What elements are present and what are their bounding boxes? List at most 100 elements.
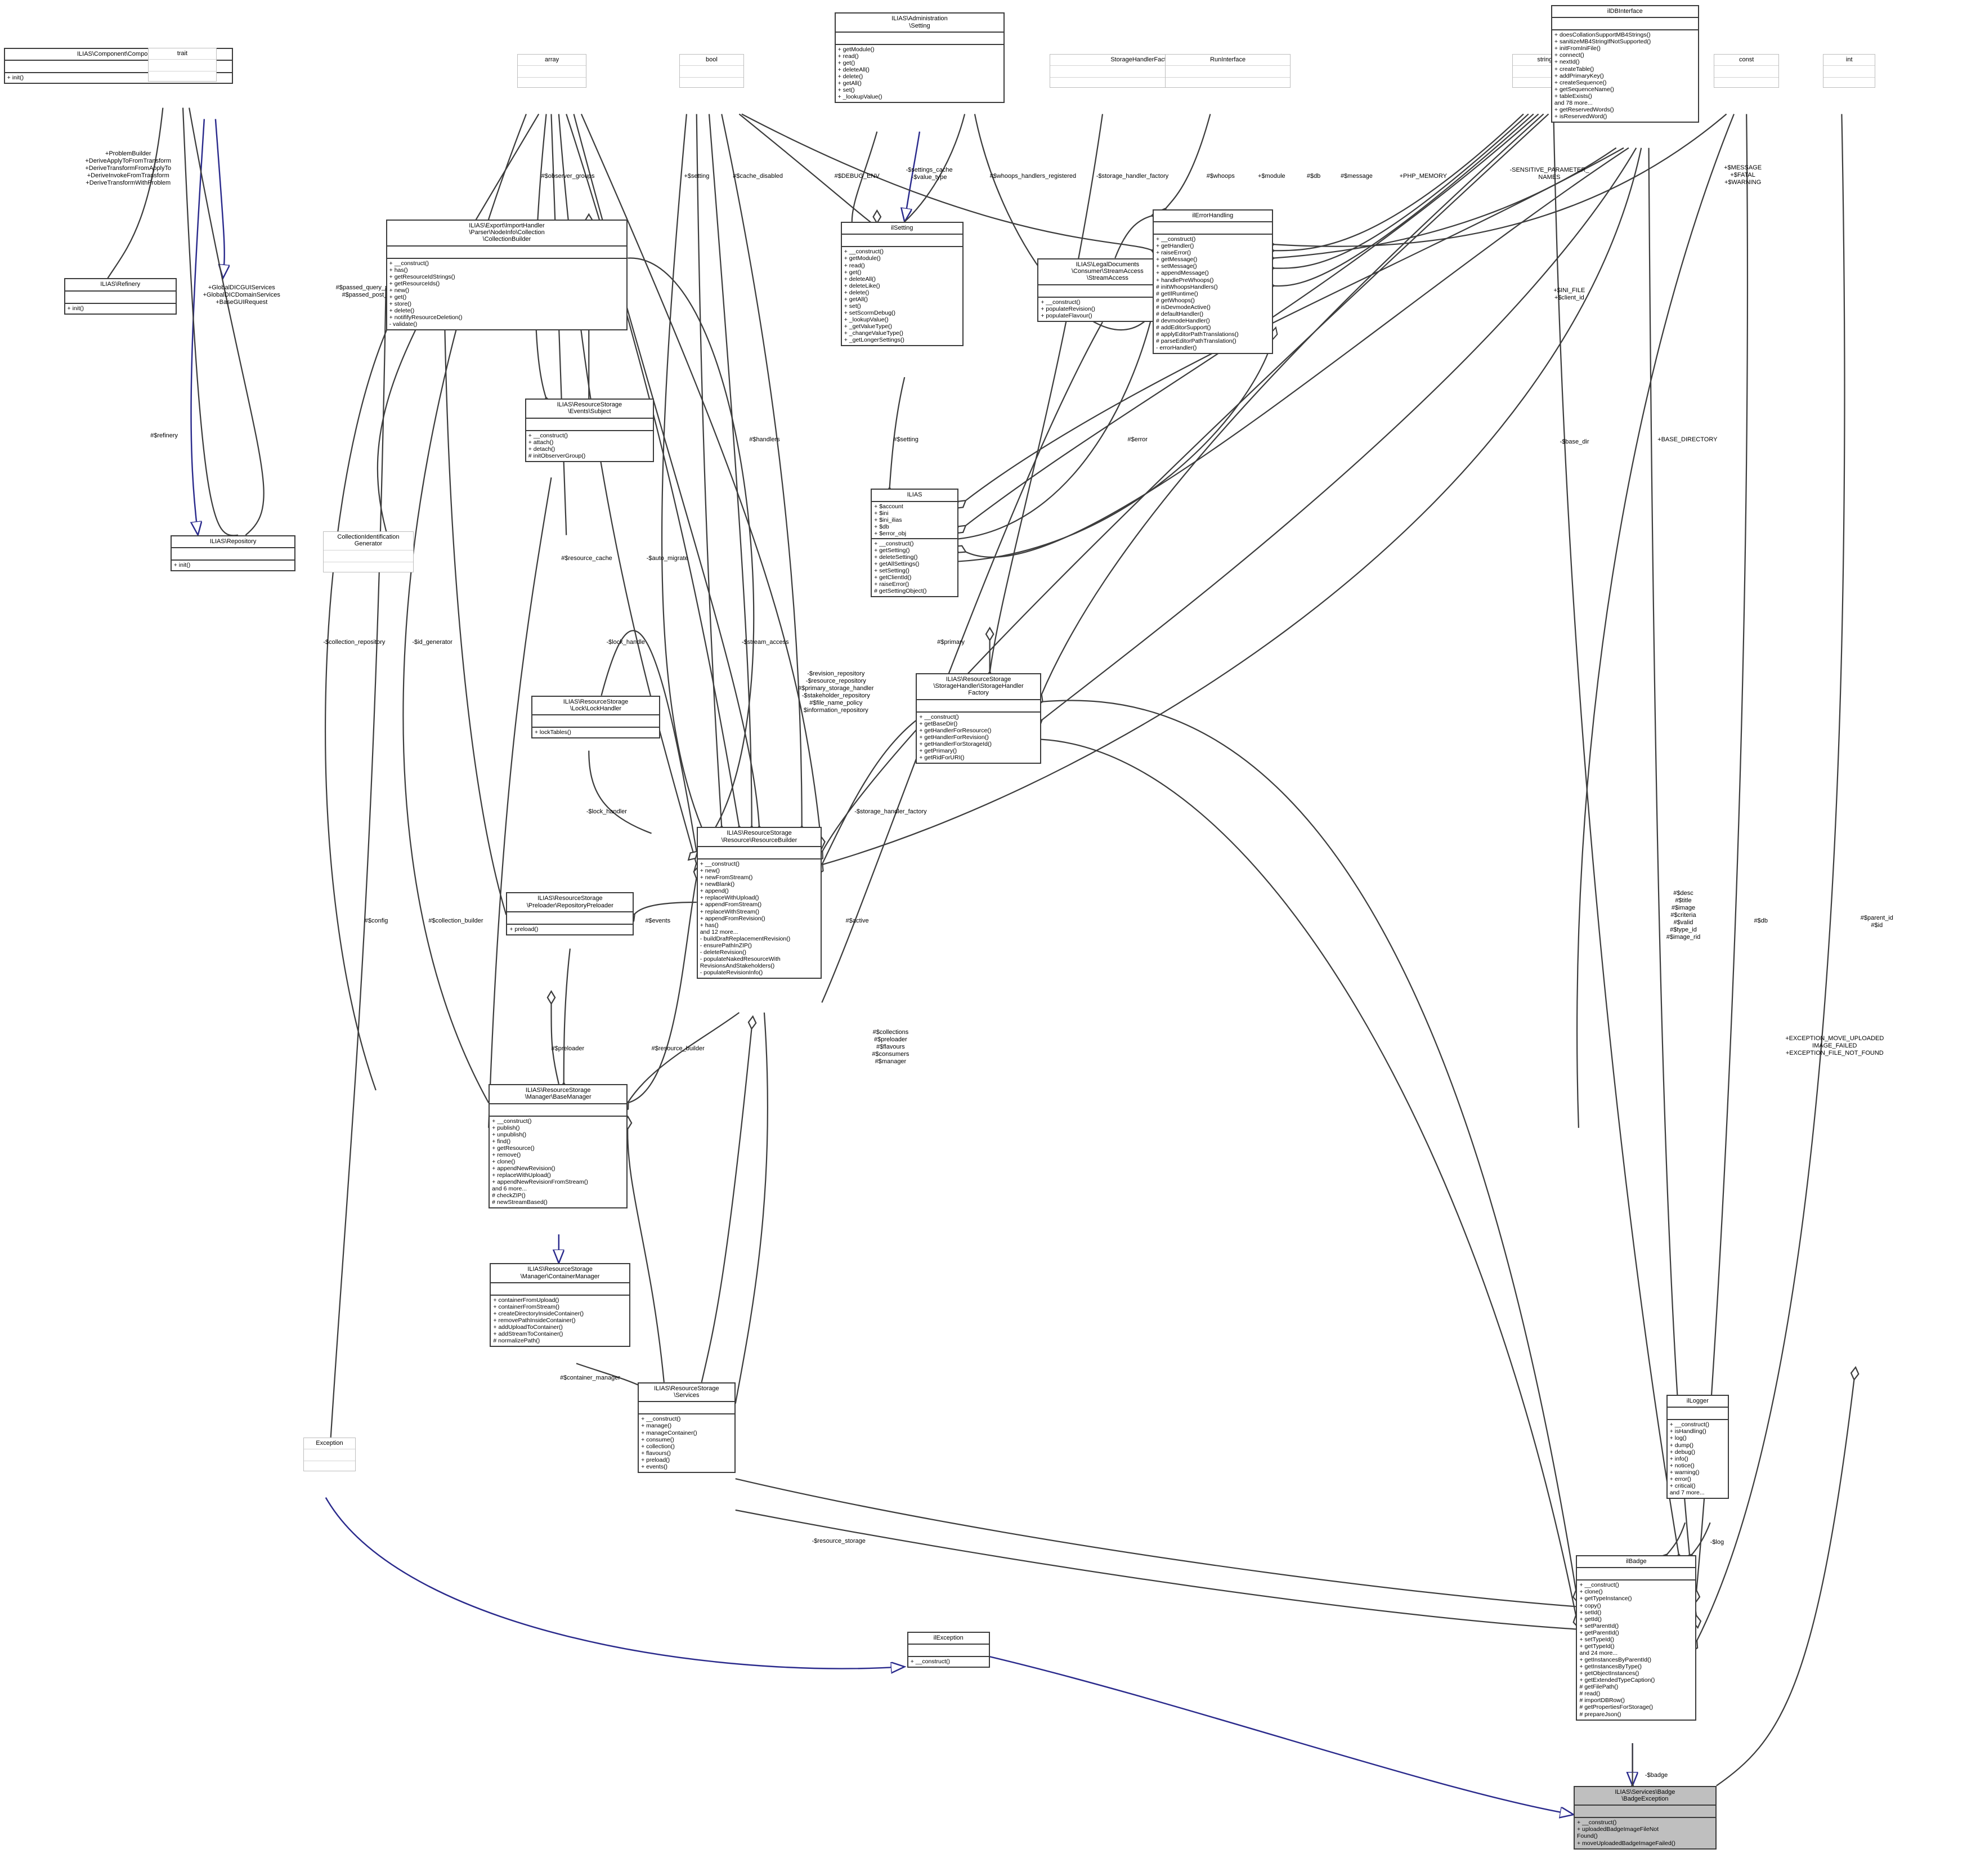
class-operation: + new() — [389, 286, 409, 294]
class-attribute-empty — [641, 1403, 732, 1410]
class-title-line: \Manager\BaseManager — [525, 1094, 592, 1101]
class-title-line: ILIAS\ResourceStorage — [563, 698, 629, 705]
uml-class-basemanager[interactable]: ILIAS\ResourceStorage\Manager\BaseManage… — [489, 1083, 628, 1209]
class-operation: + has() — [700, 921, 719, 929]
uml-class-eventsubject[interactable]: ILIAS\ResourceStorage\Events\Subject + _… — [525, 399, 655, 462]
class-operations — [1166, 78, 1290, 87]
uml-class-ilerrorhandling[interactable]: ilErrorHandling + __construct()+ getHand… — [1153, 209, 1273, 355]
class-operation: + isHandling() — [1669, 1428, 1706, 1435]
class-operations: + doesCollationSupportMB4Strings()+ sani… — [1552, 30, 1698, 122]
class-title: ILIAS\ResourceStorage\Services — [639, 1384, 734, 1403]
class-operation: # applyEditorPathTranslations() — [1156, 331, 1239, 338]
edge-label-lbl-sensitive: -SENSITIVE_PARAMETER_ NAMES — [1509, 167, 1589, 181]
class-operation: + store() — [389, 300, 412, 307]
uml-class-ilexception[interactable]: ilException + __construct() — [907, 1631, 990, 1668]
edge-label-lbl-problembuilder: +ProblemBuilder +DeriveApplyToFromTransf… — [85, 150, 172, 187]
uml-class-trait[interactable]: trait — [147, 47, 217, 82]
uml-class-badgeexception[interactable]: ILIAS\Services\Badge\BadgeException + __… — [1574, 1785, 1717, 1850]
class-title-line: \Events\Subject — [568, 408, 611, 415]
edge-label-lbl-handlers: #$handlers — [749, 436, 780, 443]
uml-class-storagehandlerfactory[interactable]: ILIAS\ResourceStorage\StorageHandler\Sto… — [916, 673, 1041, 764]
uml-class-repository[interactable]: ILIAS\Repository + init() — [170, 535, 296, 572]
class-operation: + dump() — [1669, 1441, 1694, 1449]
class-operation: + __construct() — [1669, 1421, 1710, 1429]
class-attributes — [526, 419, 653, 431]
class-attribute-empty — [911, 1646, 987, 1653]
class-operation: - errorHandler() — [1156, 344, 1197, 352]
class-operation: - buildDraftReplacementRevision() — [700, 935, 791, 942]
class-attributes — [908, 1645, 989, 1658]
uml-class-collectionbuilder[interactable]: ILIAS\Export\ImportHandler\Parser\NodeIn… — [386, 219, 628, 331]
class-operation: + newFromStream() — [700, 874, 753, 881]
class-title-line: ILIAS\Services\Badge — [1615, 1788, 1675, 1796]
edge-label-lbl-log: -$log — [1710, 1539, 1724, 1546]
class-attribute: + $error_obj — [874, 530, 907, 537]
uml-class-repositorypreloader[interactable]: ILIAS\ResourceStorage\Preloader\Reposito… — [506, 892, 634, 935]
class-title: Exception — [303, 1438, 356, 1450]
uml-class-lockhandler[interactable]: ILIAS\ResourceStorage\Lock\LockHandler +… — [531, 695, 661, 739]
class-operation: + warning() — [1669, 1468, 1700, 1476]
class-operations: + __construct()+ has()+ getResourceIdStr… — [387, 259, 627, 330]
class-operation: and 6 more... — [492, 1185, 527, 1193]
class-title: ILIAS\Refinery — [65, 279, 176, 292]
class-operation: + getInstancesByParentId() — [1579, 1656, 1651, 1664]
class-title: ILIAS\Component\Component — [5, 49, 232, 61]
class-operations: + __construct()+ getHandler()+ raiseErro… — [1154, 235, 1272, 353]
class-operation: + getSetting() — [874, 547, 910, 554]
class-operation: + getObjectInstances() — [1579, 1670, 1639, 1677]
uml-class-resourcebuilder[interactable]: ILIAS\ResourceStorage\Resource\ResourceB… — [696, 827, 822, 979]
class-operation: + __construct() — [844, 248, 884, 256]
uml-class-ilbadge[interactable]: ilBadge + __construct()+ clone()+ getTyp… — [1576, 1555, 1697, 1721]
class-operation: + getModule() — [844, 255, 881, 262]
class-title-line: \BadgeException — [1621, 1796, 1669, 1802]
class-operation: + getTypeId() — [1579, 1642, 1615, 1650]
class-title: ILIAS\ResourceStorage\StorageHandler\Sto… — [917, 674, 1040, 700]
class-operation: + getHandlerForResource() — [919, 727, 992, 734]
class-operation: + deleteSetting() — [874, 554, 918, 561]
class-attributes — [835, 33, 1004, 45]
class-attribute-empty — [509, 914, 630, 920]
uml-class-illogger[interactable]: ilLogger + __construct()+ isHandling()+ … — [1666, 1395, 1729, 1499]
class-title-line: ILIAS\ResourceStorage — [654, 1385, 719, 1392]
uml-class-int[interactable]: int — [1822, 53, 1876, 88]
class-operation: # initObserverGroup() — [528, 452, 586, 459]
edge-label-lbl-lock-handler-2: -$lock_handler — [586, 808, 627, 816]
class-title-line: \Manager\ContainerManager — [520, 1273, 600, 1280]
class-attributes — [1552, 18, 1698, 31]
class-operation: + getAllSettings() — [874, 561, 920, 568]
uml-class-ildbinterface[interactable]: ilDBInterface + doesCollationSupportMB4S… — [1551, 5, 1699, 123]
uml-class-array[interactable]: array — [517, 53, 586, 88]
uml-class-exception[interactable]: Exception — [303, 1437, 356, 1472]
class-operations: + __construct()+ manage()+ manageContain… — [639, 1414, 734, 1472]
class-operation: + uploadedBadgeImageFileNot — [1577, 1826, 1659, 1833]
edge-label-lbl-debug-env: #$DEBUG_ENV — [834, 173, 880, 180]
class-operation: + getModule() — [837, 46, 875, 53]
uml-class-refinery[interactable]: ILIAS\Refinery + init() — [64, 278, 177, 315]
edge-label-lbl-primary: #$primary — [937, 639, 965, 646]
uml-class-bool[interactable]: bool — [679, 53, 745, 88]
class-operation: + replaceWithStream() — [700, 908, 760, 915]
class-attributes — [148, 60, 217, 71]
class-attributes — [171, 548, 295, 561]
class-title-line: const — [1739, 56, 1754, 63]
edge-label-lbl-events: #$events — [645, 917, 671, 924]
class-operation: + clone() — [492, 1158, 516, 1165]
class-operation: and 7 more... — [1669, 1489, 1705, 1496]
class-operation: + appendMessage() — [1156, 270, 1209, 277]
class-title: ILIAS — [872, 490, 957, 502]
uml-class-services[interactable]: ILIAS\ResourceStorage\Services + __const… — [638, 1382, 736, 1473]
uml-class-adminsetting[interactable]: ILIAS\Administration\Setting + getModule… — [834, 12, 1005, 104]
class-operation: + get() — [389, 293, 407, 301]
class-attributes — [65, 292, 176, 304]
uml-class-ilsetting[interactable]: ilSetting + __construct()+ getModule()+ … — [840, 222, 964, 347]
uml-class-containermanager[interactable]: ILIAS\ResourceStorage\Manager\ContainerM… — [490, 1263, 630, 1347]
class-title-line: bool — [706, 56, 718, 63]
class-title-line: ILIAS\ResourceStorage — [557, 401, 622, 408]
class-operations — [304, 1461, 355, 1471]
edge-label-lbl-base-dir: -$base_dir — [1560, 438, 1589, 446]
uml-class-runinterface[interactable]: RunInterface — [1165, 53, 1291, 88]
uml-class-const[interactable]: const — [1714, 53, 1780, 88]
uml-class-ilias[interactable]: ILIAS+ $account+ $ini+ $ini_ilias+ $db+ … — [871, 489, 958, 598]
